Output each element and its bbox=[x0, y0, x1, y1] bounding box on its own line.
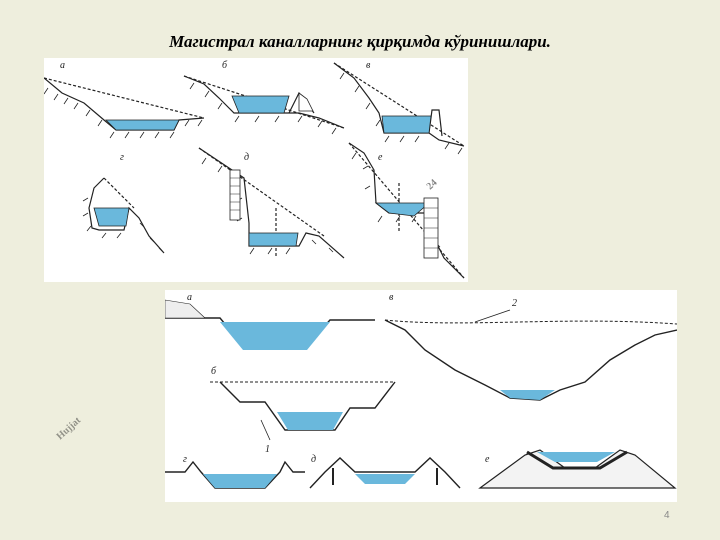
top-label-b: б bbox=[222, 60, 228, 71]
bottom-label-d: г bbox=[183, 454, 187, 465]
section-e-masonry-wall bbox=[229, 169, 241, 221]
callout-1: 1 bbox=[265, 444, 270, 455]
section-f-water bbox=[374, 202, 431, 217]
section-e-water bbox=[248, 232, 299, 247]
page-number: 4 bbox=[664, 510, 670, 521]
bottom-section-b bbox=[210, 381, 396, 441]
bottom-section-a bbox=[164, 299, 375, 350]
bottom-canal-sections-diagram: а б в г д е 1 2 bbox=[164, 292, 678, 489]
top-label-c: в bbox=[366, 60, 371, 71]
top-label-f: е bbox=[378, 152, 383, 163]
bottom-label-e: д bbox=[311, 454, 316, 465]
top-label-d: г bbox=[120, 152, 124, 163]
top-canal-sections-diagram: а б в г д е bbox=[43, 60, 465, 279]
bottom-label-f: е bbox=[485, 454, 490, 465]
section-d-water bbox=[93, 207, 130, 227]
bottom-section-e bbox=[309, 457, 461, 489]
bottom-figure-panel: а б в г д е 1 2 bbox=[164, 290, 678, 502]
section-b-rock-fill bbox=[298, 92, 314, 112]
section-a-design-line bbox=[43, 77, 205, 119]
watermark-text-left: Hujjat bbox=[55, 415, 84, 443]
bottom-section-f bbox=[478, 449, 677, 489]
section-b-water bbox=[231, 95, 290, 114]
slide-title: Магистрал каналларнинг қирқимда кўринишл… bbox=[169, 32, 551, 51]
bottom-section-c bbox=[384, 309, 678, 401]
ground-hatching bbox=[43, 72, 463, 268]
bottom-label-b: б bbox=[211, 366, 217, 377]
bottom-label-a: а bbox=[187, 292, 192, 303]
top-label-e: д bbox=[244, 152, 249, 163]
bottom-label-c: в bbox=[389, 292, 394, 303]
bottom-section-d bbox=[165, 460, 305, 489]
top-figure-panel: а б в г д е bbox=[43, 58, 468, 282]
callout-2: 2 bbox=[512, 298, 517, 309]
section-c-ground bbox=[333, 62, 465, 147]
section-c-water bbox=[381, 115, 432, 134]
section-a-water bbox=[105, 119, 180, 131]
top-label-a: а bbox=[60, 60, 65, 71]
